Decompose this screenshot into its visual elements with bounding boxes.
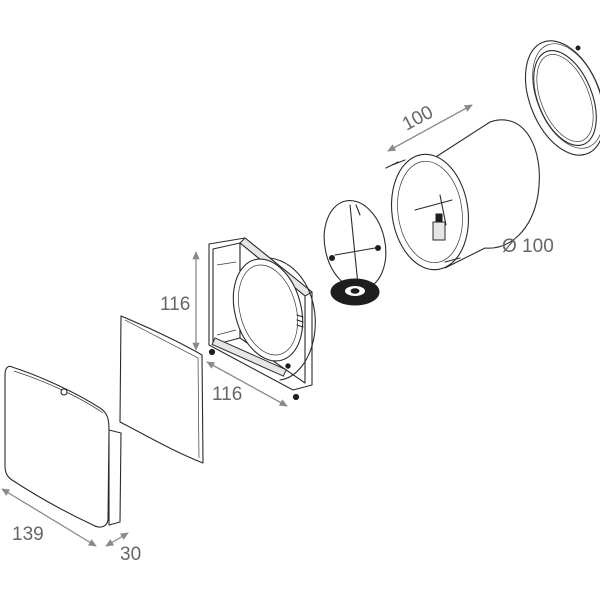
- dim-label-frame-height: 116: [160, 294, 190, 315]
- dim-line-tube-length: [387, 104, 473, 152]
- frame-vent-slots: [296, 314, 304, 328]
- dim-label-tube-diameter: Ø 100: [502, 236, 554, 257]
- frame-screw-icon: [292, 393, 300, 401]
- dim-line-cover-depth: [105, 532, 129, 547]
- frame-screw-icon: [208, 348, 216, 356]
- duct-tube: [385, 119, 540, 271]
- backdraft-flap: [323, 199, 387, 306]
- tube-motor-icon: [432, 221, 446, 241]
- flange-hole-icon: [575, 45, 581, 51]
- cover-button-icon: [60, 388, 68, 396]
- dim-label-cover-depth: 30: [120, 544, 141, 565]
- dim-label-frame-width: 116: [212, 384, 242, 405]
- dim-line-cover-width: [1, 488, 97, 547]
- inner-grille-plate: [119, 315, 204, 464]
- dim-label-tube-length: 100: [399, 102, 437, 135]
- dim-label-cover-width: 139: [12, 524, 44, 545]
- mounting-frame: [208, 237, 316, 401]
- dimension-lines: [1, 104, 473, 547]
- dim-line-frame-width: [206, 361, 288, 407]
- wall-flange-ring: [524, 40, 600, 156]
- front-cover: [4, 365, 122, 528]
